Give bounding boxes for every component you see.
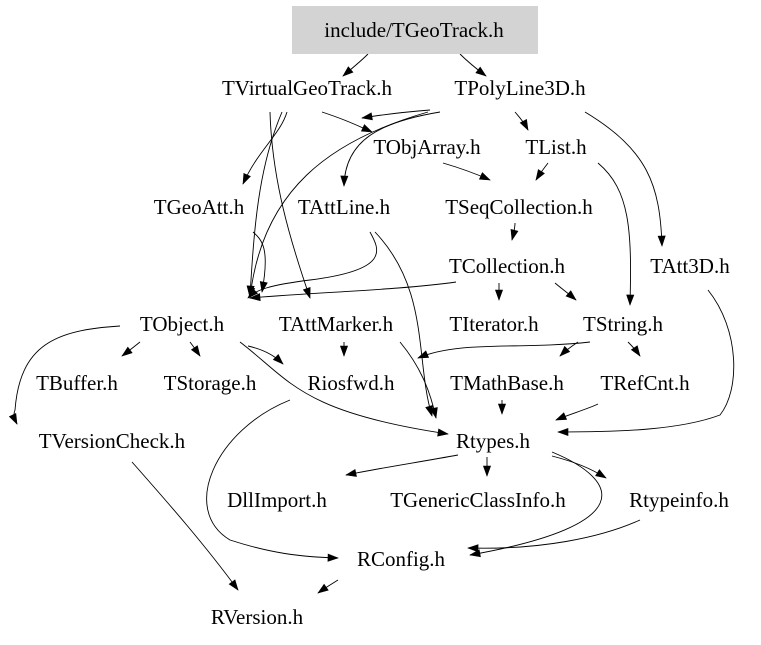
node-rversion[interactable]: RVersion.h bbox=[211, 605, 304, 629]
node-tgenericclassinfo[interactable]: TGenericClassInfo.h bbox=[390, 488, 566, 512]
edge-tatt3d-to-rtypes bbox=[557, 289, 735, 433]
node-tatt3d[interactable]: TAtt3D.h bbox=[650, 254, 730, 278]
edges-layer bbox=[8, 53, 735, 594]
node-tmathbase[interactable]: TMathBase.h bbox=[450, 371, 564, 395]
edge-include-tgeotrack-to-tpolyline3d-arrowhead bbox=[475, 66, 487, 77]
edge-tvirtualgeotrack-to-tobject bbox=[249, 111, 283, 297]
edge-tpolyline3d-to-tatt3d-arrowhead bbox=[657, 235, 666, 247]
node-tattmarker[interactable]: TAttMarker.h bbox=[279, 312, 394, 336]
node-dllimport[interactable]: DllImport.h bbox=[227, 488, 327, 512]
edge-tcollection-to-tstring-arrowhead bbox=[565, 290, 577, 301]
node-tobjarray[interactable]: TObjArray.h bbox=[373, 135, 481, 159]
edge-tvirtualgeotrack-to-tgeoatt bbox=[242, 111, 288, 185]
edge-riosfwd-to-rconfig-arrowhead bbox=[327, 553, 339, 562]
node-rconfig[interactable]: RConfig.h bbox=[357, 547, 446, 571]
nodes-layer: include/TGeoTrack.h TVirtualGeoTrack.h T… bbox=[36, 6, 730, 629]
node-tgeoatt[interactable]: TGeoAtt.h bbox=[154, 195, 245, 219]
edge-tlist-to-tstring bbox=[597, 162, 631, 306]
edge-tstring-to-riosfwd-arrowhead bbox=[417, 350, 430, 359]
node-tseqcollection[interactable]: TSeqCollection.h bbox=[445, 195, 593, 219]
edge-rtypeinfo-to-rconfig bbox=[467, 519, 641, 549]
edge-tobject-to-rtypes bbox=[239, 341, 449, 435]
edge-trefcnt-to-rtypes-arrowhead bbox=[555, 412, 568, 421]
node-rtypes[interactable]: Rtypes.h bbox=[456, 429, 531, 453]
edge-tpolyline3d-to-tattline-arrowhead bbox=[340, 175, 349, 187]
edge-tvirtualgeotrack-to-tgeoatt-arrowhead bbox=[242, 172, 251, 185]
node-titerator[interactable]: TIterator.h bbox=[449, 312, 539, 336]
edge-tlist-to-tstring-arrowhead bbox=[626, 294, 635, 306]
edge-tseqcollection-to-tcollection-arrowhead bbox=[510, 229, 519, 241]
edge-tvirtualgeotrack-to-tobjarray-arrowhead bbox=[360, 124, 373, 133]
node-tbuffer[interactable]: TBuffer.h bbox=[36, 371, 118, 395]
edge-tcollection-to-tobject bbox=[249, 281, 457, 299]
edge-tpolyline3d-to-tvirtualgeotrack-arrowhead bbox=[361, 112, 373, 121]
edge-rconfig-to-rversion-arrowhead bbox=[317, 583, 329, 594]
edge-tstring-to-riosfwd bbox=[417, 341, 591, 359]
edge-tpolyline3d-to-tobject bbox=[249, 111, 429, 299]
edge-riosfwd-to-rconfig bbox=[206, 399, 339, 559]
node-tgeotrack[interactable]: include/TGeoTrack.h bbox=[324, 18, 504, 42]
node-rtypeinfo[interactable]: Rtypeinfo.h bbox=[629, 488, 729, 512]
node-trefcnt[interactable]: TRefCnt.h bbox=[600, 371, 690, 395]
edge-include-tgeotrack-to-tvirtualgeotrack-arrowhead bbox=[342, 66, 354, 77]
node-tattline[interactable]: TAttLine.h bbox=[298, 195, 391, 219]
edge-tvirtualgeotrack-to-tattmarker bbox=[269, 111, 311, 299]
edge-tatt3d-to-rtypes-arrowhead bbox=[557, 427, 569, 437]
node-tlist[interactable]: TList.h bbox=[525, 135, 587, 159]
edge-tobjarray-to-tseqcollection-arrowhead bbox=[478, 172, 491, 181]
edge-tcollection-to-tobject-arrowhead bbox=[249, 293, 261, 302]
edge-tobject-to-rtypes-arrowhead bbox=[437, 428, 449, 437]
edge-tgeoatt-to-tobject-arrowhead bbox=[259, 281, 268, 293]
edge-tattline-to-tobject bbox=[247, 231, 378, 299]
node-riosfwd[interactable]: Riosfwd.h bbox=[308, 371, 395, 395]
edge-tgeoatt-to-tobject bbox=[252, 231, 266, 293]
root-node-highlight bbox=[292, 6, 538, 54]
edge-rtypes-to-dllimport bbox=[345, 454, 459, 476]
node-tvirtualgeotrack[interactable]: TVirtualGeoTrack.h bbox=[222, 76, 393, 100]
edge-tstring-to-tmathbase-arrowhead bbox=[559, 345, 571, 357]
edge-tobject-to-tstorage-arrowhead bbox=[190, 345, 201, 357]
edge-rtypeinfo-to-rconfig-arrowhead bbox=[467, 544, 479, 553]
edge-tobject-to-tversioncheck-arrowhead bbox=[8, 412, 18, 425]
edge-rtypes-to-rtypeinfo-arrowhead bbox=[595, 469, 607, 479]
edge-rtypes-to-dllimport-arrowhead bbox=[345, 468, 357, 477]
edge-tpolyline3d-to-tattline bbox=[343, 111, 441, 187]
edge-tpolyline3d-to-tatt3d bbox=[584, 111, 663, 247]
node-tpolyline3d[interactable]: TPolyLine3D.h bbox=[454, 76, 586, 100]
edge-tcollection-to-titerator-arrowhead bbox=[494, 289, 504, 301]
edge-tlist-to-tseqcollection-arrowhead bbox=[535, 169, 545, 181]
edge-tattline-to-rtypes bbox=[374, 231, 433, 417]
edge-tversioncheck-to-rversion bbox=[131, 461, 239, 591]
edge-rtypes-to-tgenericclassinfo-arrowhead bbox=[482, 465, 492, 477]
edge-tvirtualgeotrack-to-tattmarker-arrowhead bbox=[302, 286, 311, 299]
edge-tversioncheck-to-rversion-arrowhead bbox=[228, 579, 239, 591]
edge-tmathbase-to-rtypes-arrowhead bbox=[497, 403, 507, 415]
node-tstring[interactable]: TString.h bbox=[583, 312, 663, 336]
node-tversioncheck[interactable]: TVersionCheck.h bbox=[39, 429, 186, 453]
edge-tattmarker-to-riosfwd-arrowhead bbox=[339, 345, 349, 357]
edge-rtypes-to-rconfig bbox=[469, 451, 603, 556]
edge-tobject-to-tbuffer-arrowhead bbox=[121, 346, 133, 357]
edge-tstring-to-trefcnt-arrowhead bbox=[630, 345, 641, 357]
edge-tobject-to-riosfwd-arrowhead bbox=[272, 353, 284, 365]
node-tobject[interactable]: TObject.h bbox=[140, 312, 225, 336]
node-tstorage[interactable]: TStorage.h bbox=[164, 371, 257, 395]
node-tcollection[interactable]: TCollection.h bbox=[449, 254, 566, 278]
edge-tattline-to-tobject-arrowhead bbox=[247, 287, 259, 299]
edge-tpolyline3d-to-tlist-arrowhead bbox=[519, 119, 529, 131]
edge-tattmarker-to-rtypes-arrowhead bbox=[429, 407, 438, 419]
